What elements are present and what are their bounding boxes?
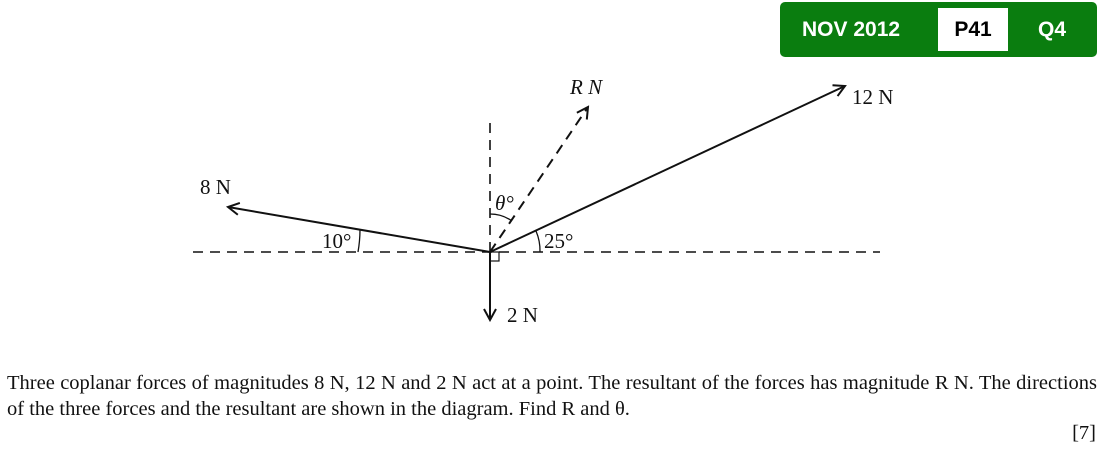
paper-label: P41 bbox=[938, 8, 1008, 51]
angle-arc-10 bbox=[357, 229, 361, 253]
label-8n: 8 N bbox=[200, 175, 231, 199]
label-angle-10: 10° bbox=[322, 229, 351, 253]
resultant-arrow bbox=[489, 107, 588, 253]
label-12n: 12 N bbox=[852, 85, 893, 109]
angle-arc-theta bbox=[489, 213, 513, 222]
question-text: Three coplanar forces of magnitudes 8 N,… bbox=[7, 372, 1097, 420]
angle-arc-25 bbox=[535, 230, 541, 253]
label-resultant: R N bbox=[569, 75, 603, 99]
label-angle-25: 25° bbox=[544, 229, 573, 253]
force-12n-arrow bbox=[489, 86, 845, 253]
question-badge: NOV 2012 P41 Q4 bbox=[780, 2, 1097, 57]
right-angle-mark bbox=[489, 251, 500, 262]
force-8n-arrow bbox=[228, 207, 491, 253]
marks-label: [7] bbox=[1072, 422, 1096, 444]
label-2n: 2 N bbox=[507, 303, 538, 327]
session-label: NOV 2012 bbox=[802, 18, 901, 41]
label-angle-theta: θ° bbox=[495, 191, 514, 215]
question-number-label: Q4 bbox=[1038, 18, 1067, 41]
